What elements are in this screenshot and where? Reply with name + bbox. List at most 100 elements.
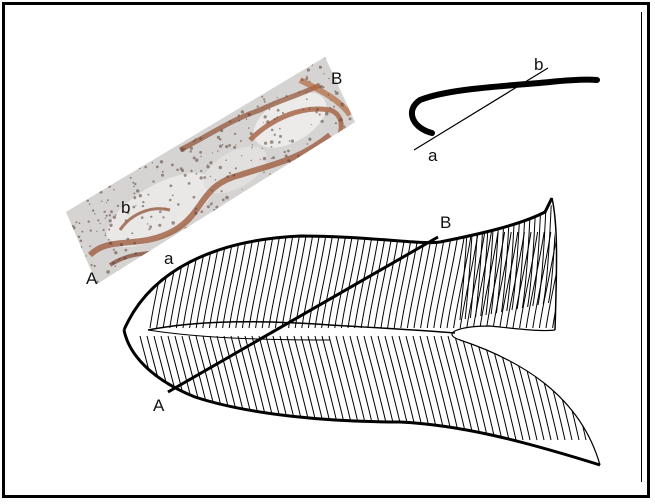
hatch-stroke — [553, 336, 579, 440]
hatch-stroke — [511, 336, 537, 440]
photo-speckle — [330, 100, 331, 101]
photo-speckle — [162, 216, 164, 218]
photo-speckle — [152, 180, 154, 182]
photo-speckle — [213, 209, 216, 212]
photo-speckle — [139, 194, 142, 197]
photo-speckle — [300, 161, 301, 162]
photo-speckle — [257, 106, 259, 108]
photo-speckle — [328, 94, 330, 96]
photo-speckle — [317, 108, 319, 110]
photo-speckle — [170, 184, 173, 187]
photo-speckle — [268, 108, 270, 110]
photo-speckle — [94, 266, 95, 267]
hatch-stroke — [588, 336, 614, 440]
photo-speckle — [86, 255, 87, 256]
photo-speckle — [335, 122, 337, 124]
photo-speckle — [282, 112, 284, 114]
photo-speckle — [181, 169, 184, 172]
photo-speckle — [342, 105, 344, 107]
photo-speckle — [192, 141, 193, 142]
hatch-stroke — [147, 336, 173, 440]
hatch-stroke — [378, 336, 404, 440]
photo-speckle — [120, 243, 123, 246]
photo-speckle — [235, 144, 236, 145]
photo-speckle — [321, 120, 324, 123]
photo-speckle — [241, 110, 244, 113]
hatch-stroke — [189, 336, 215, 440]
photo-speckle — [329, 107, 331, 109]
photo-speckle — [135, 252, 138, 255]
photo-speckle — [160, 160, 163, 163]
photo-speckle — [307, 68, 310, 71]
photo-speckle — [109, 214, 111, 216]
cross-section-profile — [412, 68, 597, 150]
photo-speckle — [217, 136, 220, 139]
photo-speckle — [159, 210, 162, 213]
photo-speckle — [113, 249, 115, 251]
hatch-stroke — [182, 336, 208, 440]
photo-speckle — [241, 189, 242, 190]
photo-speckle — [80, 240, 83, 243]
photo-speckle — [172, 194, 174, 196]
photo-speckle — [251, 160, 253, 162]
photo-speckle — [241, 155, 242, 156]
photo-speckle — [238, 114, 240, 116]
photo-speckle — [88, 221, 90, 223]
photo-speckle — [105, 235, 107, 237]
photo-speckle — [138, 167, 140, 169]
photo-speckle — [289, 140, 291, 142]
photo-speckle — [221, 190, 223, 192]
photo-speckle — [262, 148, 263, 149]
photo-speckle — [184, 174, 187, 177]
photo-speckle — [176, 169, 179, 172]
photo-speckle — [215, 179, 217, 181]
photo-speckle — [333, 106, 335, 108]
hatch-stroke — [448, 336, 474, 440]
photo-speckle — [274, 118, 276, 120]
photo-speckle — [134, 183, 136, 185]
photo-speckle — [277, 109, 280, 112]
photo-speckle — [152, 162, 153, 163]
photo-speckle — [235, 167, 237, 169]
photo-speckle — [169, 199, 172, 202]
photo-speckle — [134, 197, 136, 199]
photo-speckle — [133, 206, 136, 209]
photo-speckle — [323, 73, 324, 74]
photo-speckle — [200, 156, 201, 157]
hatch-stroke — [371, 336, 397, 440]
photo-speckle — [225, 145, 228, 148]
photo-speckle — [309, 108, 311, 110]
photo-speckle — [107, 199, 109, 201]
photo-speckle — [306, 92, 307, 93]
photo-speckle — [133, 242, 136, 245]
photo-speckle — [234, 133, 236, 135]
hatch-stroke — [343, 336, 369, 440]
photo-speckle — [171, 221, 175, 225]
photo-speckle — [266, 120, 269, 123]
photo-speckle — [125, 249, 128, 252]
hatch-stroke — [315, 336, 341, 440]
photo-speckle — [89, 245, 91, 247]
photo-speckle — [75, 221, 77, 223]
photo-speckle — [101, 201, 103, 203]
photo-speckle — [219, 166, 222, 169]
photo-speckle — [215, 206, 218, 209]
photo-speckle — [108, 185, 111, 188]
photo-speckle — [207, 166, 210, 169]
photo-speckle — [311, 64, 313, 66]
photo-speckle — [344, 125, 346, 127]
hatch-stroke — [287, 336, 313, 440]
photo-speckle — [89, 203, 91, 205]
photo-speckle — [212, 152, 213, 153]
photo-speckle — [263, 157, 266, 160]
photo-speckle — [315, 111, 317, 113]
photo-speckle — [287, 150, 290, 153]
hatch-stroke — [595, 336, 621, 440]
photo-speckle — [130, 177, 132, 179]
hatch-stroke — [455, 336, 481, 440]
hatch-stroke — [231, 336, 257, 440]
photo-speckle — [127, 238, 130, 241]
photo-speckle — [297, 155, 300, 158]
drawing-label-A: A — [153, 396, 165, 415]
photo-speckle — [105, 218, 106, 219]
